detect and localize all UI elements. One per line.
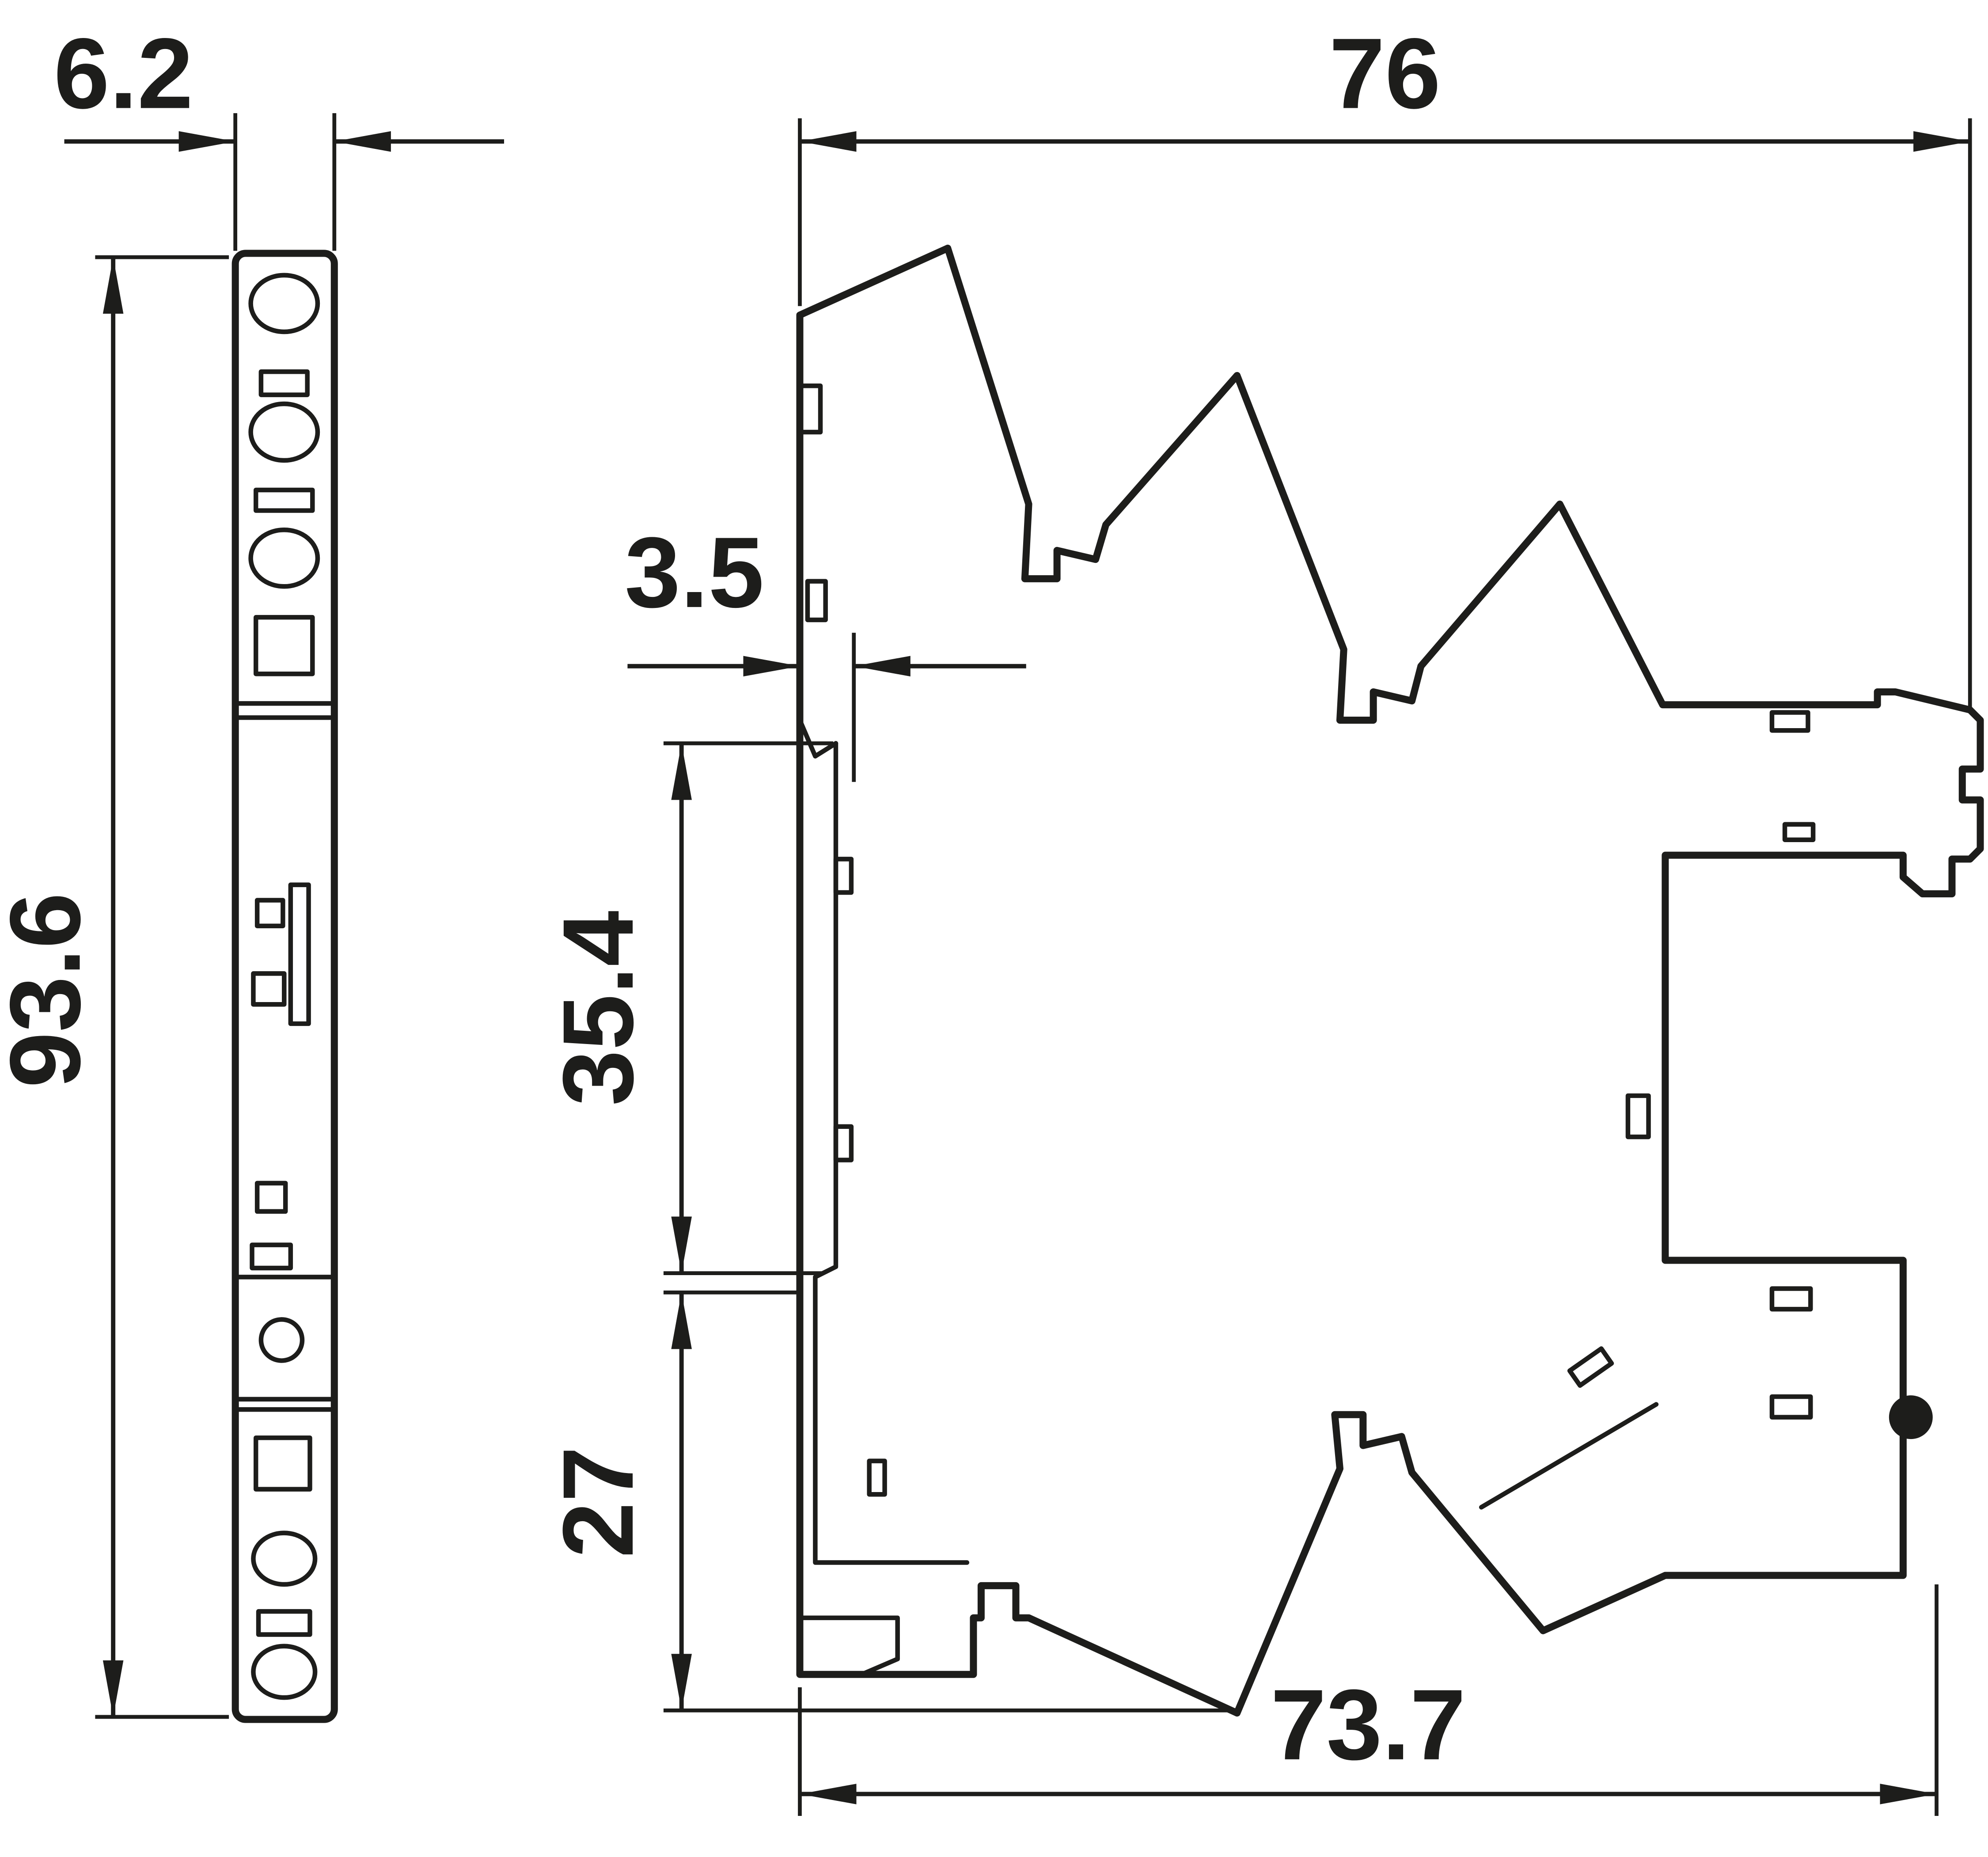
rail-arm-slot-top [1769, 710, 1810, 733]
wall-slot-1 [833, 857, 854, 895]
front-view [231, 250, 338, 1723]
wall-slot-2 [833, 1124, 854, 1162]
led-window [258, 1317, 305, 1363]
foot-step-contour [800, 1615, 900, 1677]
bottom-arm-inner-edge [1479, 1402, 1659, 1510]
dim-737-label: 73.7 [1271, 1669, 1466, 1781]
dim-35mm-label: 3.5 [625, 516, 764, 629]
terminal-screw-top-1 [248, 273, 320, 334]
dim-front-height-label: 93.6 [0, 892, 101, 1088]
block-corner-slot [1567, 1346, 1614, 1388]
dim-354-label: 35.4 [542, 911, 654, 1106]
wall-slot-3 [867, 1458, 887, 1497]
rail-arm-slot-bottom [1782, 822, 1816, 842]
vent-square-2 [251, 971, 287, 1007]
mid-wall-slot [1625, 1093, 1651, 1139]
test-button [1889, 1395, 1933, 1439]
terminal-opening-bottom [254, 1435, 312, 1492]
dimensions: 6.2 93.6 76 3.5 [0, 18, 1972, 1816]
dim-base-width: 73.7 [798, 1584, 1939, 1816]
vent-square-3 [254, 1181, 288, 1214]
terminal-slot-bottom [256, 1609, 312, 1637]
block-slot-2 [1769, 1394, 1813, 1420]
vent-square-1 [254, 898, 285, 928]
side-view-silhouette [796, 244, 1984, 1717]
edge-notch-1 [797, 383, 823, 435]
release-lever-slot [288, 882, 311, 1026]
side-view [796, 244, 1984, 1717]
terminal-screw-top-3 [248, 527, 320, 589]
dim-27-label: 27 [542, 1446, 654, 1558]
block-slot-1 [1769, 1286, 1813, 1312]
dim-front-width-label: 6.2 [54, 18, 193, 130]
terminal-opening-top [254, 615, 315, 676]
dim-side-overall-width: 76 [798, 18, 1972, 707]
terminal-slot-2 [254, 487, 315, 513]
edge-notch-2 [805, 579, 828, 623]
dim-front-height: 93.6 [0, 255, 229, 1719]
terminal-screw-bottom-1 [251, 1530, 318, 1587]
terminal-slot-1 [258, 369, 310, 397]
terminal-screw-top-2 [248, 401, 320, 463]
dim-upper-section: 35.4 [542, 741, 834, 1275]
dim-76-label: 76 [1329, 18, 1441, 130]
dim-wall-offset: 3.5 [625, 516, 1026, 782]
wall-tip-chamfer [797, 718, 838, 759]
inner-wall-contour [813, 741, 970, 1565]
front-view-body-outline [231, 250, 338, 1723]
dim-front-width: 6.2 [54, 18, 505, 251]
terminal-screw-bottom-2 [251, 1644, 318, 1700]
dim-lower-section: 27 [542, 1290, 1232, 1713]
vent-square-4 [250, 1242, 293, 1271]
